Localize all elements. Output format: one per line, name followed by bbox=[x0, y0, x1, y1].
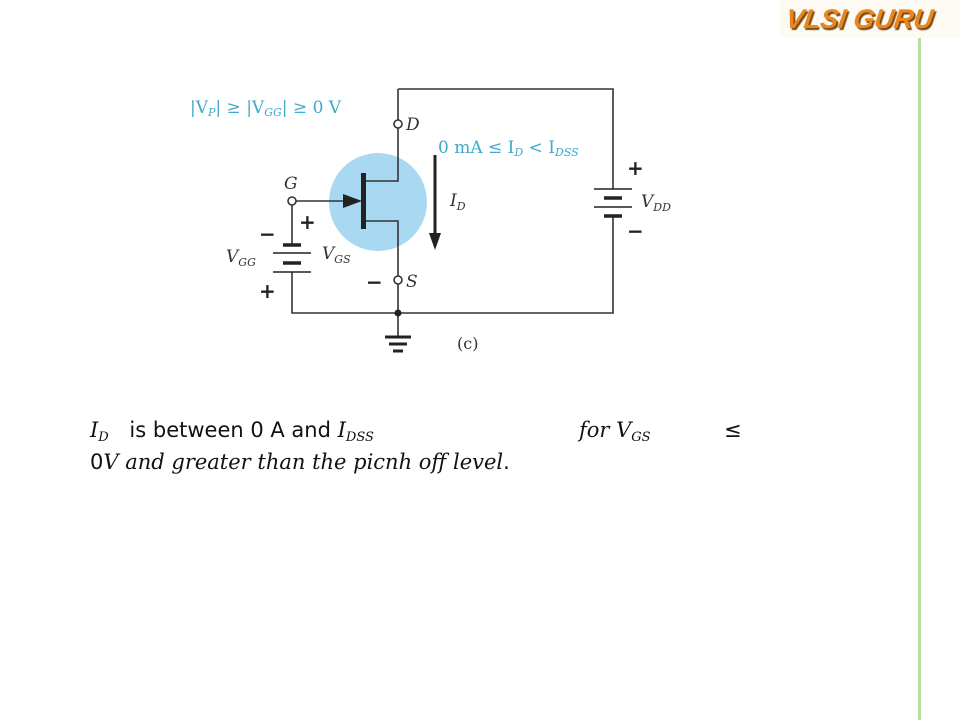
between-text: is between 0 A and bbox=[129, 418, 338, 442]
vgg-battery-icon bbox=[273, 243, 311, 273]
vgs-minus: − bbox=[366, 270, 383, 294]
vdd-battery-icon bbox=[594, 188, 632, 218]
jfet-body-circle bbox=[329, 153, 427, 251]
vgs-label: VGS bbox=[322, 244, 351, 266]
id-arrow-icon bbox=[429, 233, 441, 250]
jfet-wires bbox=[364, 89, 399, 336]
vp-condition: |VP| ≥ |VGG| ≥ 0 V bbox=[190, 98, 342, 119]
ground-icon bbox=[385, 335, 411, 353]
vdd-label: VDD bbox=[641, 192, 671, 214]
id-range-label: 0 mA ≤ ID < IDSS bbox=[438, 138, 579, 159]
vgg-label: VGG bbox=[226, 247, 256, 269]
text-line-2: 0V and greater than the picnh off level. bbox=[90, 450, 510, 474]
id-label: ID bbox=[449, 191, 466, 213]
gate-terminal bbox=[287, 196, 297, 206]
drain-label: D bbox=[405, 115, 420, 135]
source-terminal bbox=[393, 275, 403, 285]
for-vgs-text: for VGS bbox=[579, 418, 651, 445]
junction-dot bbox=[394, 309, 402, 317]
vdd-minus: − bbox=[627, 219, 644, 243]
le-symbol: ≤ bbox=[724, 418, 742, 442]
vgg-plus: + bbox=[259, 279, 276, 303]
vlsi-guru-logo: VLSI GURU bbox=[780, 0, 960, 38]
figure-caption: (c) bbox=[457, 334, 478, 353]
gate-label: G bbox=[284, 174, 298, 194]
gate-arrow-icon bbox=[343, 194, 362, 208]
circuit-wires bbox=[291, 88, 614, 314]
jfet-channel bbox=[361, 173, 366, 229]
text-line-1: ID is between 0 A and IDSS bbox=[90, 418, 374, 445]
vdd-plus: + bbox=[627, 156, 644, 180]
idss-symbol: IDSS bbox=[337, 418, 374, 445]
source-label: S bbox=[406, 272, 418, 292]
drain-terminal bbox=[393, 119, 403, 129]
vgg-minus: − bbox=[259, 222, 276, 246]
vgs-plus: + bbox=[299, 210, 316, 234]
id-symbol: ID bbox=[90, 418, 109, 445]
slide-divider bbox=[918, 38, 921, 720]
